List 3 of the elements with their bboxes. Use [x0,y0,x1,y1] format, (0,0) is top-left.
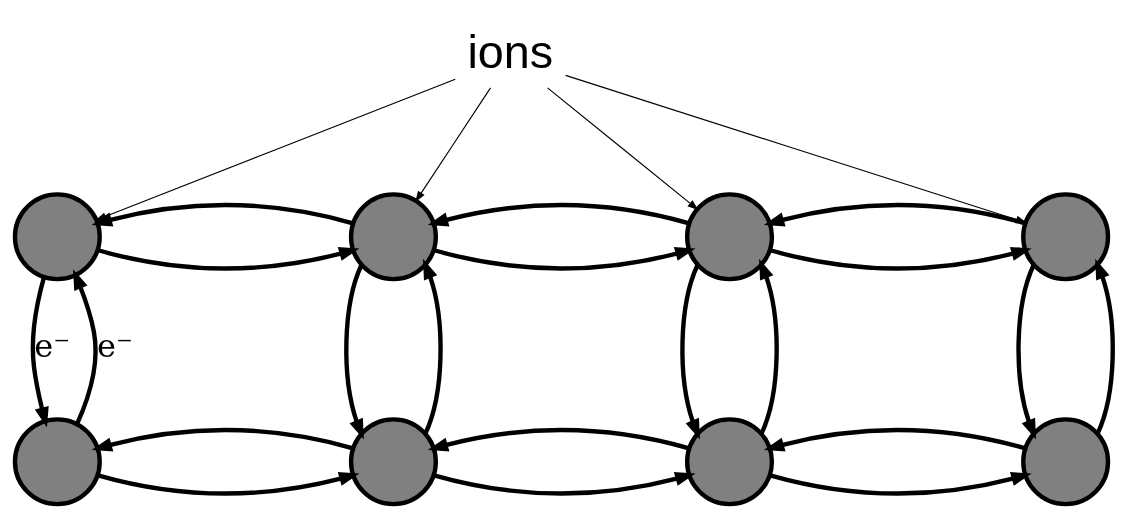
node-text: ions [467,25,554,78]
edge-label: e⁻ [34,326,71,365]
edge-label: e⁻ [97,326,134,365]
